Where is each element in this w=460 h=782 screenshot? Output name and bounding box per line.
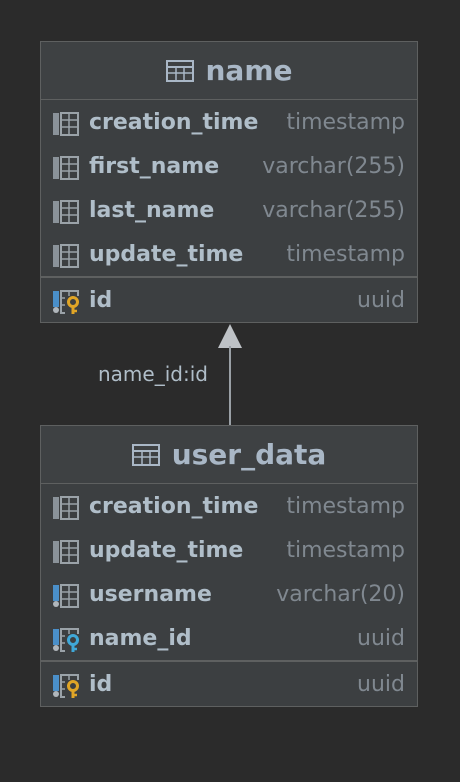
column-type: timestamp [286,537,405,563]
table-header: user_data [41,426,417,484]
column-name: creation_time [89,493,259,519]
key-separator [41,660,417,662]
column-row[interactable]: id uuid [41,662,417,706]
column-row[interactable]: username varchar(20) [41,572,417,616]
table-title: user_data [171,438,327,471]
primary-key-icon [52,674,80,698]
unique-column-icon [52,584,80,608]
column-name: id [89,671,113,697]
column-type: varchar(255) [262,153,405,179]
table-header: name [41,42,417,100]
column-row[interactable]: id uuid [41,278,417,322]
primary-key-icon [52,290,80,314]
column-icon [52,112,80,136]
column-row[interactable]: update_time timestamp [41,528,417,572]
column-type: uuid [357,287,405,313]
table-icon [131,443,160,466]
column-type: uuid [357,625,405,651]
key-separator [41,276,417,278]
column-type: timestamp [286,241,405,267]
column-name: id [89,287,113,313]
foreign-key-icon [52,628,80,652]
column-icon [52,496,80,520]
column-type: timestamp [286,493,405,519]
column-name: creation_time [89,109,259,135]
column-type: uuid [357,671,405,697]
column-row[interactable]: creation_time timestamp [41,484,417,528]
column-row[interactable]: last_name varchar(255) [41,188,417,232]
column-icon [52,156,80,180]
column-icon [52,540,80,564]
column-icon [52,200,80,224]
column-type: varchar(20) [276,581,405,607]
table-title: name [205,54,293,87]
column-name: first_name [89,153,220,179]
column-row[interactable]: update_time timestamp [41,232,417,276]
column-type: varchar(255) [262,197,405,223]
column-row[interactable]: creation_time timestamp [41,100,417,144]
column-name: update_time [89,241,244,267]
column-icon [52,244,80,268]
relationship-label: name_id:id [98,362,208,386]
column-row[interactable]: name_id uuid [41,616,417,660]
column-name: update_time [89,537,244,563]
relationship-line[interactable] [229,346,231,425]
table-icon [165,59,194,82]
column-name: username [89,581,212,607]
column-type: timestamp [286,109,405,135]
column-name: name_id [89,625,192,651]
column-row[interactable]: first_name varchar(255) [41,144,417,188]
column-name: last_name [89,197,215,223]
relationship-arrowhead [218,324,242,348]
